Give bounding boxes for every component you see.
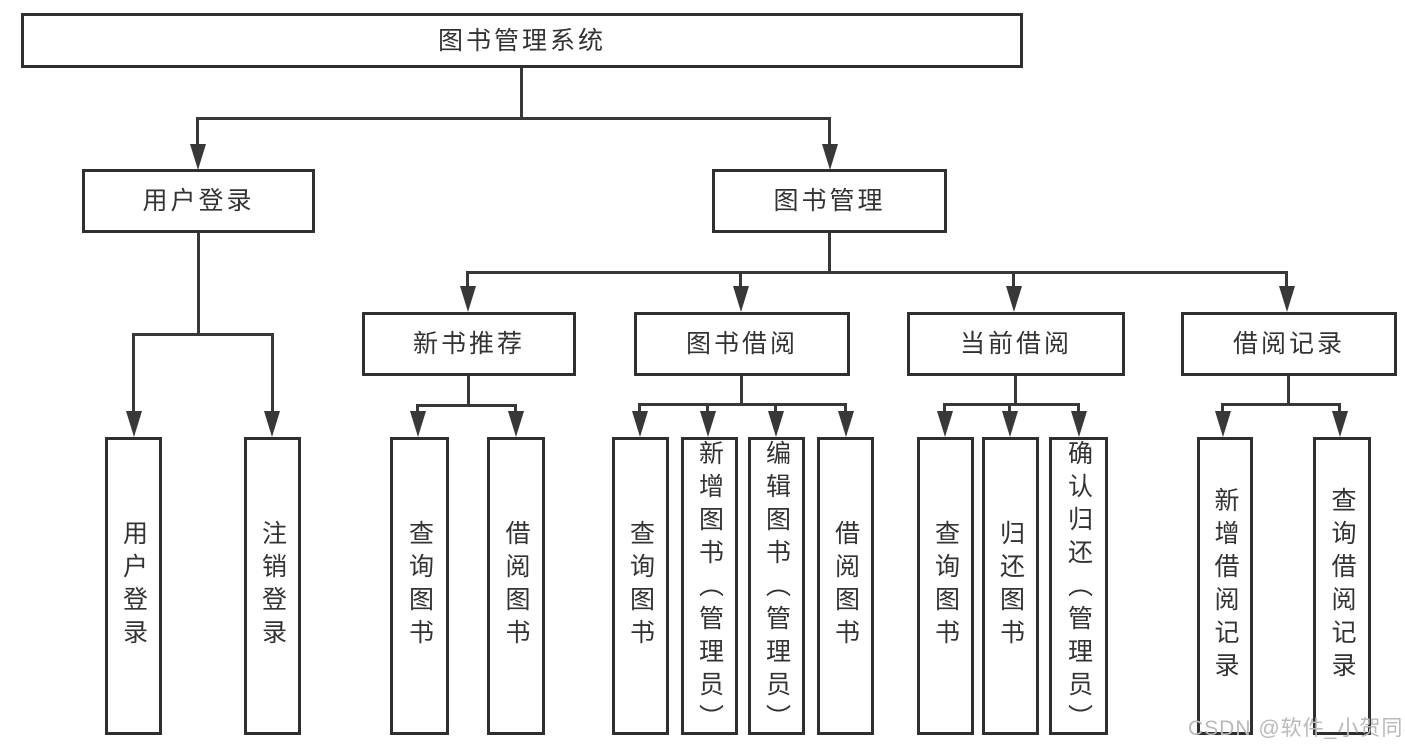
node-label: 注销登录 <box>258 520 287 652</box>
arrowhead-icon <box>1332 411 1348 437</box>
leaf-borrow-books-newbook: 借阅图书 <box>487 437 545 735</box>
arrowhead-icon <box>126 411 142 437</box>
node-label: 新书推荐 <box>412 330 525 358</box>
node-user-login: 用户登录 <box>82 169 315 233</box>
edge-segment <box>774 403 777 416</box>
leaf-query-books-borrow: 查询图书 <box>612 437 669 735</box>
arrowhead-icon <box>733 286 749 312</box>
node-label: 归还图书 <box>996 520 1025 652</box>
edge-segment <box>1012 271 1015 289</box>
edge-segment <box>638 403 641 416</box>
node-label: 借阅图书 <box>502 520 530 652</box>
edge-segment <box>520 68 523 120</box>
node-label: 查询图书 <box>626 520 655 652</box>
edge-segment <box>706 403 709 416</box>
arrowhead-icon <box>768 411 784 437</box>
edge-segment <box>638 403 847 406</box>
leaf-query-borrow-record: 查询借阅记录 <box>1313 437 1371 735</box>
leaf-borrow-books-borrow: 借阅图书 <box>817 437 874 735</box>
edge-segment <box>466 271 469 289</box>
node-label: 图书管理系统 <box>437 26 606 55</box>
arrowhead-icon <box>1215 411 1231 437</box>
arrowhead-icon <box>1006 286 1022 312</box>
node-borrowing-records: 借阅记录 <box>1181 312 1397 376</box>
node-label: 用户登录 <box>142 187 255 215</box>
node-current-borrowing: 当前借阅 <box>907 312 1125 376</box>
arrowhead-icon <box>838 411 854 437</box>
node-book-borrowing: 图书借阅 <box>634 312 850 376</box>
node-label: 查询图书 <box>931 520 960 652</box>
arrowhead-icon <box>937 411 953 437</box>
node-new-book-recommendation: 新书推荐 <box>362 312 576 376</box>
edge-segment <box>740 376 743 406</box>
leaf-edit-book-admin: 编辑图书（管理员） <box>748 437 805 737</box>
arrowhead-icon <box>264 411 280 437</box>
arrowhead-icon <box>632 411 648 437</box>
edge-segment <box>1008 403 1011 416</box>
node-library-management-system: 图书管理系统 <box>21 13 1023 68</box>
node-label: 借阅记录 <box>1232 330 1345 358</box>
edge-segment <box>828 117 831 147</box>
arrowhead-icon <box>1071 411 1087 437</box>
edge-segment <box>1287 376 1290 406</box>
edge-segment <box>739 271 742 289</box>
edge-segment <box>132 333 274 336</box>
edge-segment <box>416 404 419 416</box>
node-label: 借阅图书 <box>831 520 860 652</box>
arrowhead-icon <box>1279 286 1295 312</box>
edge-segment <box>844 403 847 416</box>
edge-segment <box>1338 403 1341 416</box>
node-label: 当前借阅 <box>959 330 1072 358</box>
arrowhead-icon <box>460 286 476 312</box>
leaf-add-book-admin: 新增图书（管理员） <box>681 437 738 737</box>
node-label: 编辑图书（管理员） <box>762 440 791 737</box>
arrowhead-icon <box>822 144 838 170</box>
edge-segment <box>416 404 517 407</box>
arrowhead-icon <box>190 144 206 170</box>
arrowhead-icon <box>700 411 716 437</box>
leaf-query-books-current: 查询图书 <box>917 437 974 735</box>
node-label: 新增图书（管理员） <box>695 440 724 737</box>
edge-segment <box>196 117 831 120</box>
edge-segment <box>514 404 517 416</box>
edge-segment <box>132 333 135 413</box>
leaf-query-books-newbook: 查询图书 <box>390 437 449 735</box>
edge-segment <box>943 403 946 416</box>
edge-segment <box>1077 403 1080 416</box>
node-book-management: 图书管理 <box>712 169 947 233</box>
edge-segment <box>467 376 470 407</box>
edge-segment <box>1221 403 1341 406</box>
edge-segment <box>466 271 1288 274</box>
leaf-user-login: 用户登录 <box>105 437 162 735</box>
watermark: CSDN @软件_小贺同学 <box>1188 717 1405 740</box>
edge-segment <box>1014 376 1017 406</box>
edge-segment <box>1285 271 1288 289</box>
edge-segment <box>828 232 831 273</box>
node-label: 用户登录 <box>119 520 148 652</box>
node-label: 确认归还（管理员） <box>1064 440 1093 737</box>
edge-segment <box>196 117 199 147</box>
edge-segment <box>1221 403 1224 416</box>
leaf-confirm-return-admin: 确认归还（管理员） <box>1049 437 1108 737</box>
edge-segment <box>271 333 274 413</box>
leaf-logout: 注销登录 <box>244 437 301 735</box>
node-label: 查询图书 <box>405 520 434 652</box>
node-label: 图书管理 <box>773 187 886 215</box>
node-label: 查询借阅记录 <box>1328 487 1356 685</box>
arrowhead-icon <box>410 411 426 437</box>
node-label: 新增借阅记录 <box>1211 487 1239 685</box>
edge-segment <box>197 232 200 335</box>
leaf-return-books: 归还图书 <box>982 437 1039 735</box>
edge-segment <box>943 403 1080 406</box>
node-label: 图书借阅 <box>685 330 798 358</box>
arrowhead-icon <box>1002 411 1018 437</box>
arrowhead-icon <box>508 411 524 437</box>
leaf-add-borrow-record: 新增借阅记录 <box>1197 437 1253 735</box>
